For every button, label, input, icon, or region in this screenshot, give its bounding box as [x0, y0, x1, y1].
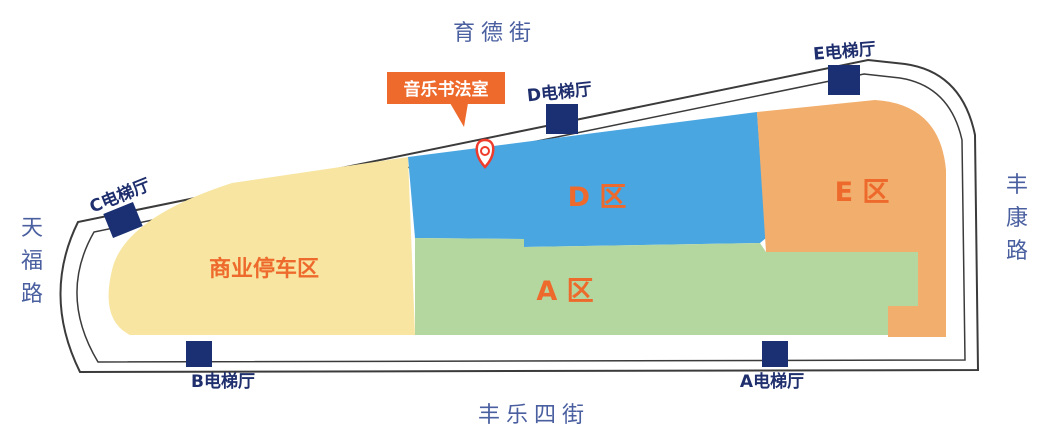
street-west-char-1: 天	[21, 216, 43, 241]
street-east-char-1: 丰	[1006, 173, 1028, 198]
location-pin-icon[interactable]	[475, 138, 495, 169]
street-south: 丰乐四街	[478, 403, 590, 428]
marker-label: 音乐书法室	[404, 79, 489, 100]
street-north: 育德街	[453, 21, 537, 46]
zone-d[interactable]	[408, 112, 766, 247]
elevator-block-c[interactable]	[103, 201, 143, 239]
elevator-block-e[interactable]	[828, 65, 860, 95]
elevator-block-b[interactable]	[186, 341, 212, 367]
zone-label-a: A 区	[536, 276, 593, 307]
elevator-label-a: A电梯厅	[740, 371, 804, 392]
elevator-block-a[interactable]	[762, 341, 788, 367]
zone-label-d: D 区	[568, 182, 627, 213]
marker-label-bg	[387, 72, 505, 104]
zone-e[interactable]	[757, 100, 946, 337]
marker-callout-tail	[450, 103, 468, 127]
building-outline	[59, 58, 980, 374]
street-west-char-2: 福	[21, 249, 43, 274]
elevator-label-b: B电梯厅	[191, 371, 255, 392]
elevator-label-d: D电梯厅	[526, 79, 593, 107]
zone-a[interactable]	[415, 238, 918, 335]
street-east-char-3: 路	[1006, 239, 1028, 264]
zone-parking[interactable]	[108, 157, 416, 335]
elevator-block-d[interactable]	[546, 104, 578, 134]
building-inner-outline	[76, 73, 966, 363]
street-east-char-2: 康	[1006, 206, 1028, 231]
marker-callout[interactable]: 音乐书法室	[387, 72, 505, 127]
zone-label-e: E 区	[835, 177, 890, 208]
zone-label-parking: 商业停车区	[209, 256, 319, 282]
street-west-char-3: 路	[21, 282, 43, 307]
